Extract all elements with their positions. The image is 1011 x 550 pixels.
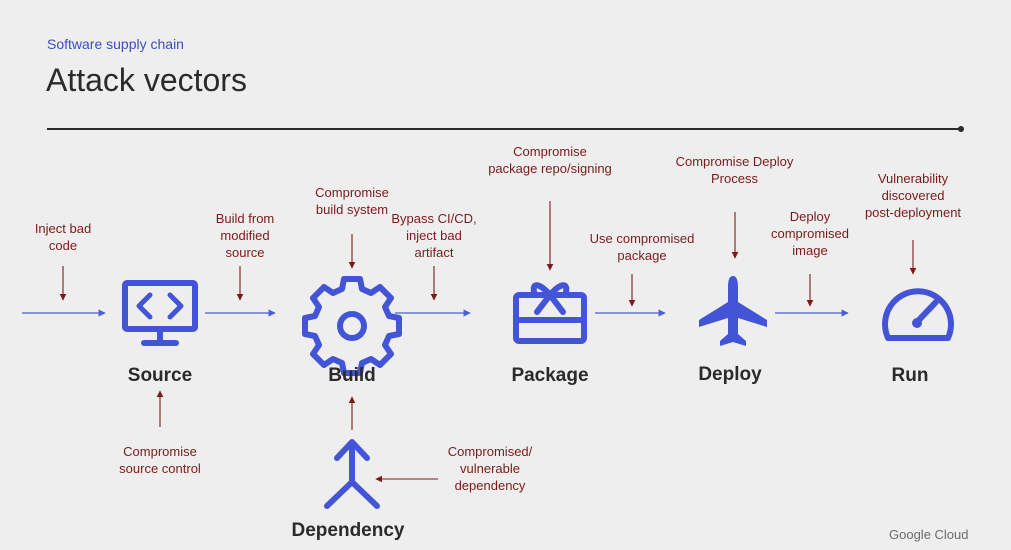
stage-label-deploy: Deploy (698, 364, 762, 385)
airplane-icon (699, 276, 767, 346)
threat-compromise-package-repo: Compromise package repo/signing (488, 144, 612, 176)
threat-compromise-build-system: Compromise build system (315, 185, 389, 217)
dependency-merge-icon (324, 439, 380, 509)
stage-label-run: Run (891, 365, 929, 386)
threat-deploy-compromised-image: Deploy compromised image (770, 209, 850, 258)
gear-icon (302, 276, 402, 376)
monitor-code-icon (122, 280, 198, 346)
stage-label-dependency: Dependency (291, 520, 405, 541)
threat-compromise-deploy-process: Compromise Deploy Process (675, 154, 794, 186)
threat-compromised-dependency: Compromised/ vulnerable dependency (447, 444, 533, 493)
threat-compromise-source-control: Compromise source control (119, 444, 201, 476)
threat-build-modified-source: Build from modified source (215, 211, 275, 260)
stage-label-source: Source (127, 365, 193, 386)
threat-use-compromised-package: Use compromised package (589, 231, 695, 263)
threat-bypass-cicd: Bypass CI/CD, inject bad artifact (391, 211, 477, 260)
gift-card-icon (513, 282, 587, 344)
google-cloud-logo-text: Google Cloud (889, 527, 969, 542)
threat-vulnerability-post-deploy: Vulnerability discovered post-deployment (864, 171, 962, 220)
threat-inject-bad-code: Inject bad code (34, 221, 92, 253)
slide-title: Attack vectors (46, 62, 247, 98)
section-eyebrow: Software supply chain (47, 36, 184, 52)
stage-label-build: Build (328, 365, 376, 386)
stage-label-package: Package (511, 365, 589, 386)
title-divider (47, 126, 964, 132)
speedometer-icon (882, 288, 954, 341)
